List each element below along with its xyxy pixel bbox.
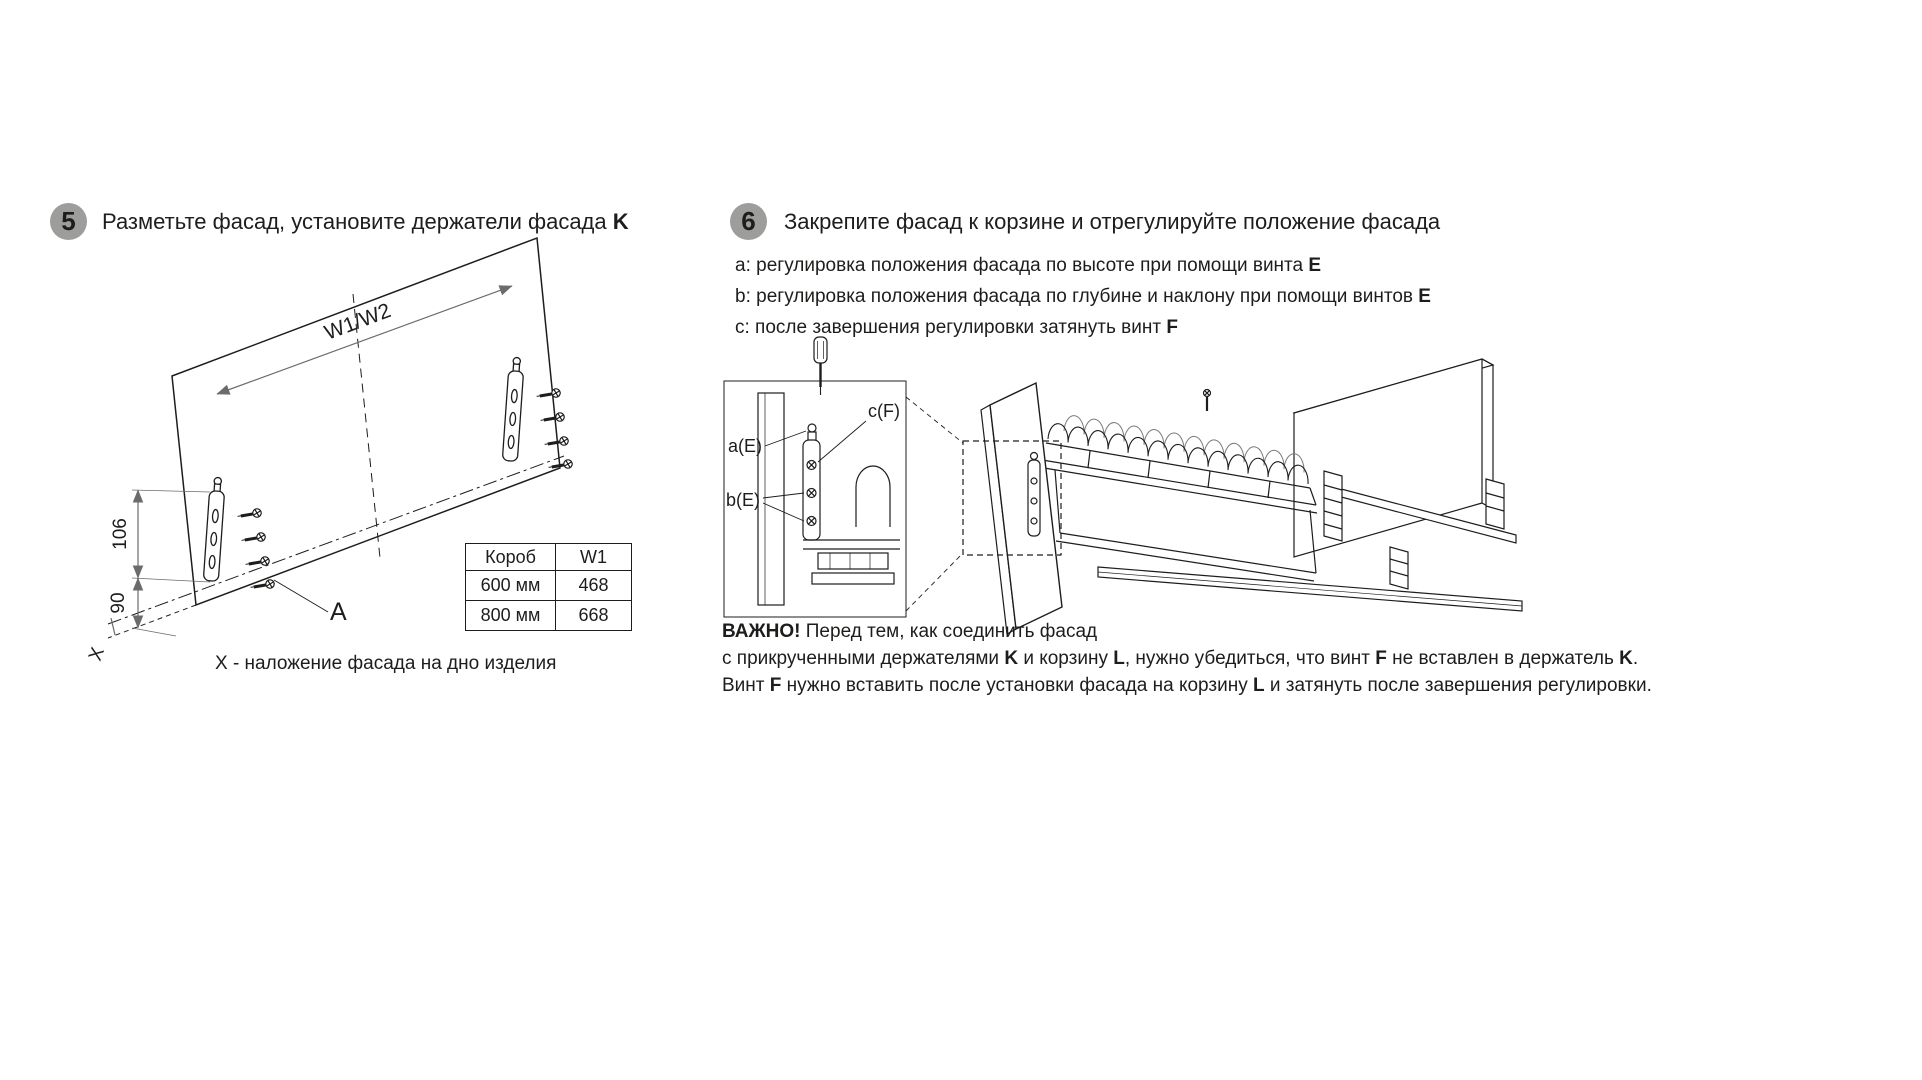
dim-90-label: 90: [108, 592, 129, 613]
screw-f-icon: [1202, 388, 1212, 411]
step5-caption: X - наложение фасада на дно изделия: [215, 653, 557, 674]
important-line-2: с прикрученными держателями K и корзину …: [722, 648, 1639, 669]
dimension-x: X: [85, 617, 116, 664]
cell-korob-600: 600 мм: [465, 570, 556, 601]
holder-on-facade: [1027, 451, 1041, 537]
detail-labels: a(E) b(E) c(F): [726, 401, 900, 522]
rail-bracket-block: [1323, 470, 1343, 542]
dim-106-label: 106: [110, 518, 131, 550]
screwdriver-icon: [813, 336, 828, 395]
step5-title: Разметьте фасад, установите держатели фа…: [102, 209, 629, 234]
step6-title: Закрепите фасад к корзине и отрегулируйт…: [784, 209, 1441, 234]
cabinet-bottom-line: [107, 455, 565, 625]
detail-view: [757, 392, 900, 606]
callout-a-label: A: [330, 598, 347, 626]
label-a-e: a(E): [728, 436, 762, 456]
dimension-106-90: 106 90: [108, 489, 211, 637]
important-note: ВАЖНО! Перед тем, как соединить фасад с …: [722, 618, 1652, 699]
step6-note-b: b: регулировка положения фасада по глуби…: [735, 286, 1431, 307]
basket-drawing: [1035, 415, 1318, 582]
size-table-header: Короб W1: [465, 543, 632, 571]
label-b-e: b(E): [726, 490, 760, 510]
size-table-col-w1: W1: [555, 543, 632, 571]
table-row: 600 мм 468: [465, 570, 632, 601]
bottom-edge-extension: [107, 604, 197, 639]
projection-line: [905, 552, 964, 612]
callout-a: A: [273, 579, 347, 626]
important-line-3: Винт F нужно вставить после установки фа…: [722, 675, 1652, 696]
step6-badge: 6: [730, 203, 767, 240]
step5-badge: 5: [50, 203, 87, 240]
cell-w1-468: 468: [555, 570, 632, 601]
step6-note-a: a: регулировка положения фасада по высот…: [735, 255, 1322, 276]
label-c-f: c(F): [868, 401, 900, 421]
slide-rail-lower: [1097, 566, 1523, 612]
zoom-region-box: [962, 440, 1062, 556]
detail-box: [723, 380, 907, 618]
step6-drawing: a(E) b(E) c(F): [723, 336, 1523, 635]
table-row: 800 мм 668: [465, 600, 632, 631]
dim-x-label: X: [85, 644, 109, 663]
facade-panel-step6: [980, 381, 1063, 635]
rail-bracket-block: [1485, 478, 1505, 530]
size-table-col-korob: Короб: [465, 543, 556, 571]
size-table: Короб W1 600 мм 468 800 мм 668: [465, 543, 632, 631]
important-line-1: ВАЖНО! Перед тем, как соединить фасад: [722, 621, 1098, 642]
cell-w1-668: 668: [555, 600, 632, 631]
cell-korob-800: 800 мм: [465, 600, 556, 631]
step5-drawing: W1/W2: [85, 236, 575, 664]
projection-line: [905, 396, 964, 444]
rail-bracket-block: [1389, 546, 1409, 590]
step6-note-c: c: после завершения регулировки затянуть…: [735, 317, 1178, 338]
